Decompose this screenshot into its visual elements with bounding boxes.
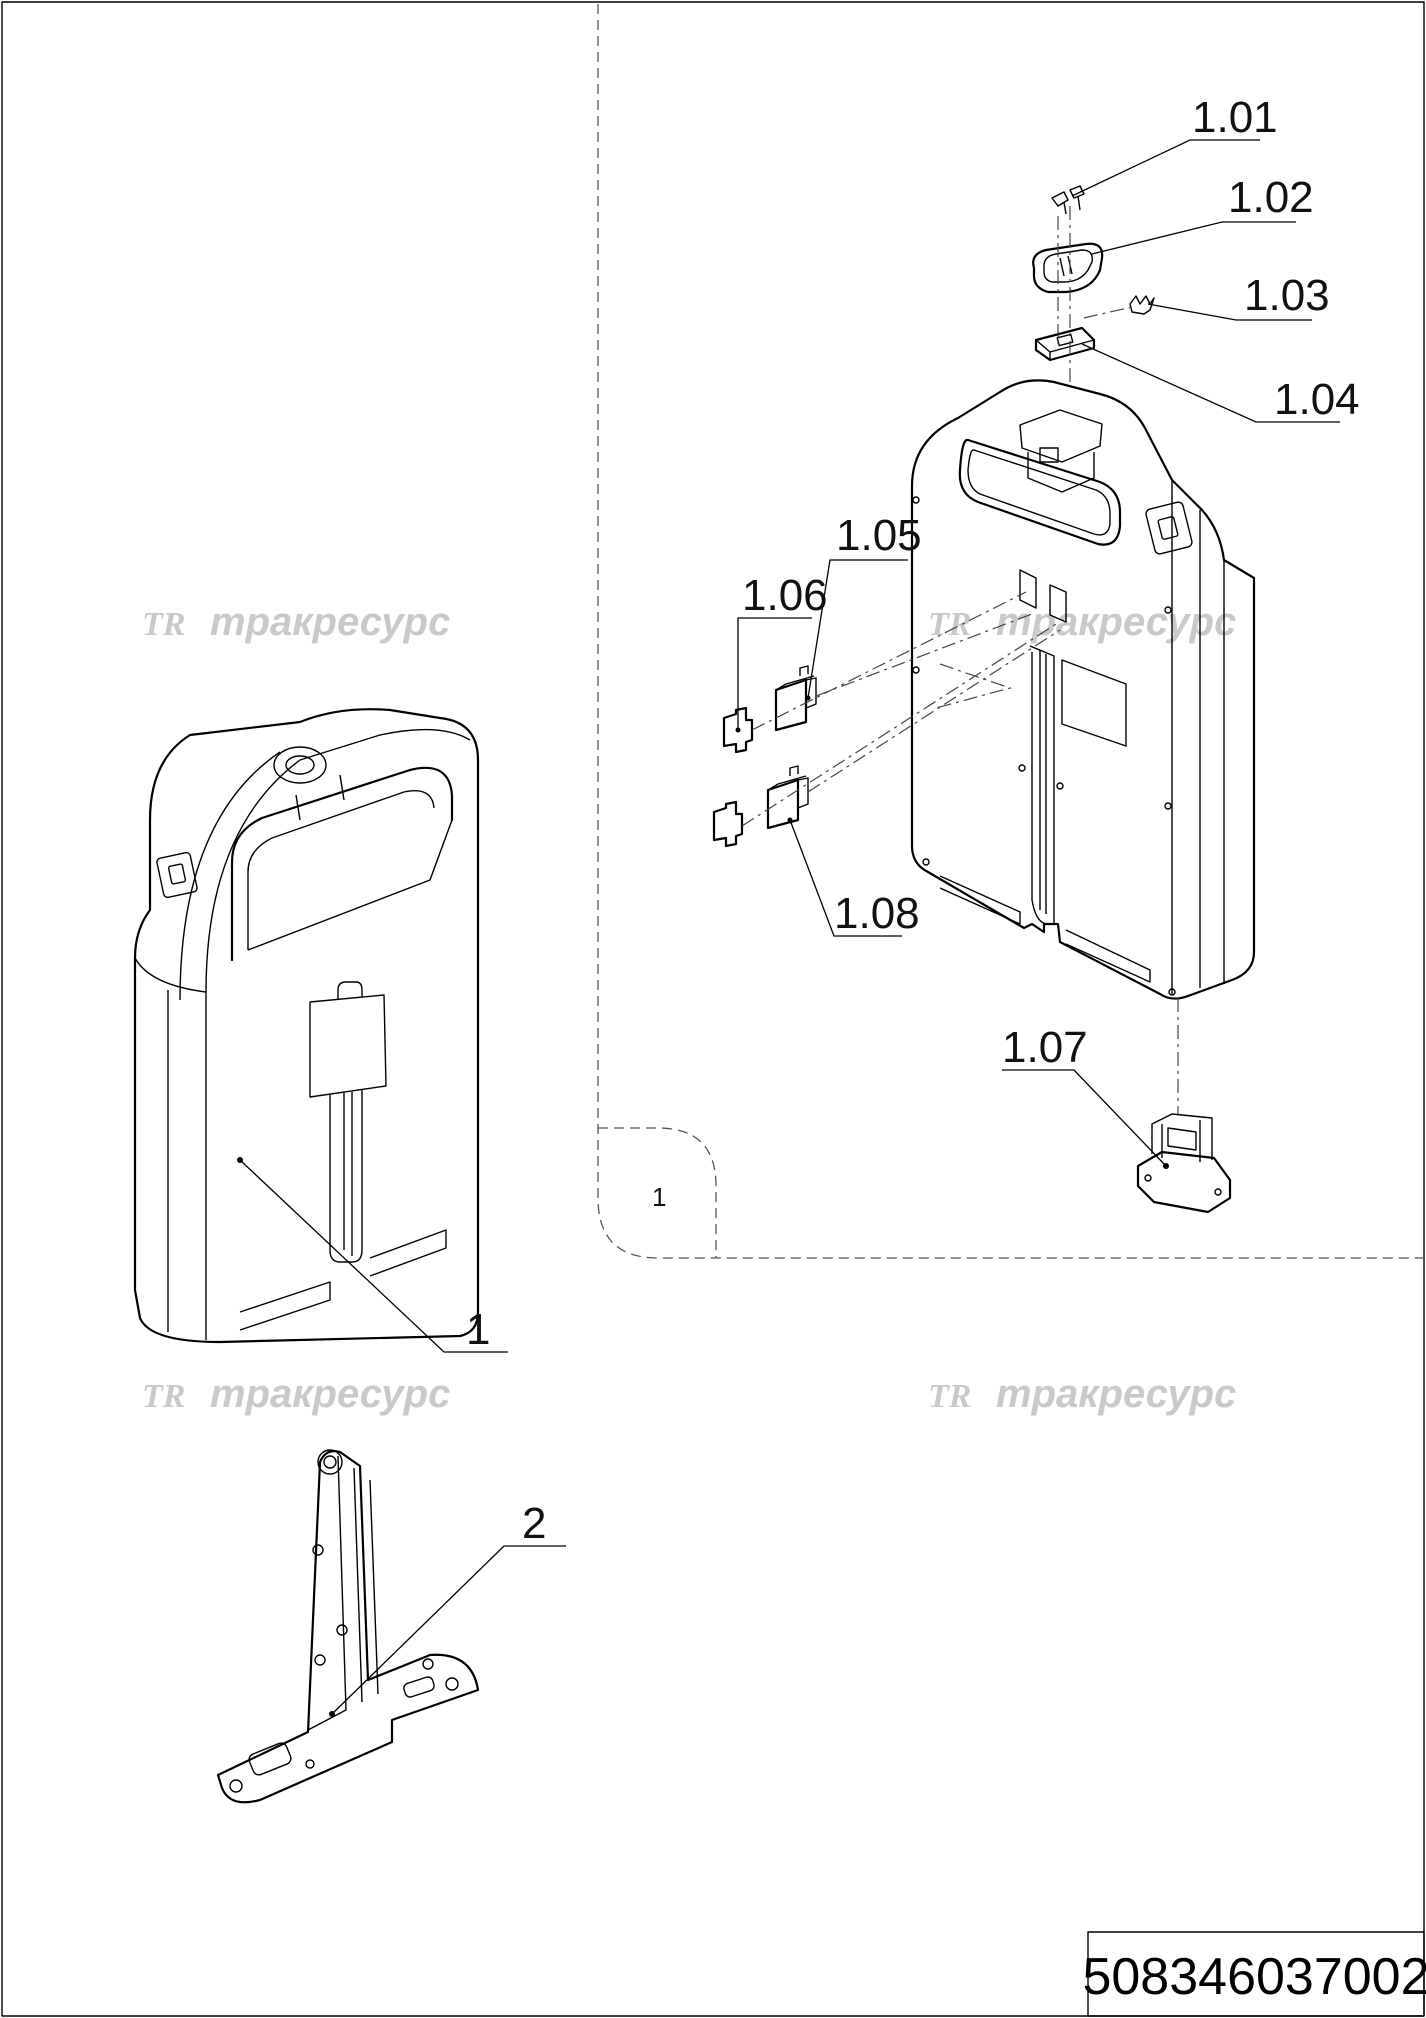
callout-1-05: 1.05 xyxy=(836,511,922,560)
callout-1-04: 1.04 xyxy=(1274,375,1360,424)
leader-1 xyxy=(239,1159,508,1353)
leader-1-08 xyxy=(789,819,902,937)
subassembly-marker: 1 xyxy=(652,1182,666,1212)
battery-box-assembled xyxy=(133,708,480,1344)
leader-1-06 xyxy=(737,617,812,730)
part-latch xyxy=(1034,326,1096,362)
document-number-box: 508346037002 xyxy=(1082,1931,1426,2017)
watermark-logo: TR xyxy=(928,606,971,643)
watermark-logo: TR xyxy=(142,1378,185,1415)
watermark-logo: TR xyxy=(142,606,185,643)
part-fuse-bottom xyxy=(766,765,809,830)
part-connector xyxy=(1136,1113,1232,1214)
part-fuse-holder-bottom xyxy=(712,800,744,848)
leader-1-07 xyxy=(1002,1069,1167,1167)
callout-1-02: 1.02 xyxy=(1228,173,1314,222)
watermark-text: тракресурс xyxy=(210,1372,450,1416)
watermark-bottom-right: TR тракресурс xyxy=(928,1372,1236,1416)
leader-1-03 xyxy=(1147,303,1312,321)
callout-1-03: 1.03 xyxy=(1244,271,1330,320)
callout-1-01: 1.01 xyxy=(1192,93,1278,142)
watermark-text: тракресурс xyxy=(210,600,450,644)
part-screws xyxy=(1051,185,1085,215)
battery-box-exploded xyxy=(910,379,1256,1000)
leader-2 xyxy=(331,1545,566,1715)
leader-1-04 xyxy=(1081,343,1340,423)
watermark-bottom-left: TR тракресурс xyxy=(142,1372,450,1416)
callout-2: 2 xyxy=(522,1499,546,1548)
watermark-text: тракресурс xyxy=(996,1372,1236,1416)
callout-1-08: 1.08 xyxy=(834,889,920,938)
part-cover xyxy=(1032,242,1104,294)
callout-1-07: 1.07 xyxy=(1002,1023,1088,1072)
leader-1-05 xyxy=(807,559,908,699)
document-number: 508346037002 xyxy=(1082,1948,1426,2006)
watermark-logo: TR xyxy=(928,1378,971,1415)
watermark-top-right: TR тракресурс xyxy=(928,600,1236,644)
callout-1: 1 xyxy=(466,1305,490,1354)
leader-1-01 xyxy=(1071,139,1260,197)
mounting-bracket xyxy=(216,1449,480,1804)
leader-1-02 xyxy=(1091,221,1296,255)
subassembly-boundary xyxy=(597,4,1424,1259)
watermark-top-left: TR тракресурс xyxy=(142,600,450,644)
callout-1-06: 1.06 xyxy=(742,571,828,620)
assembly-axis-fuses xyxy=(741,591,1061,827)
part-spring xyxy=(1129,295,1155,315)
assembly-axis-spring xyxy=(1083,305,1137,319)
part-fuse-top xyxy=(774,665,817,732)
subassembly-tab xyxy=(598,1127,717,1258)
